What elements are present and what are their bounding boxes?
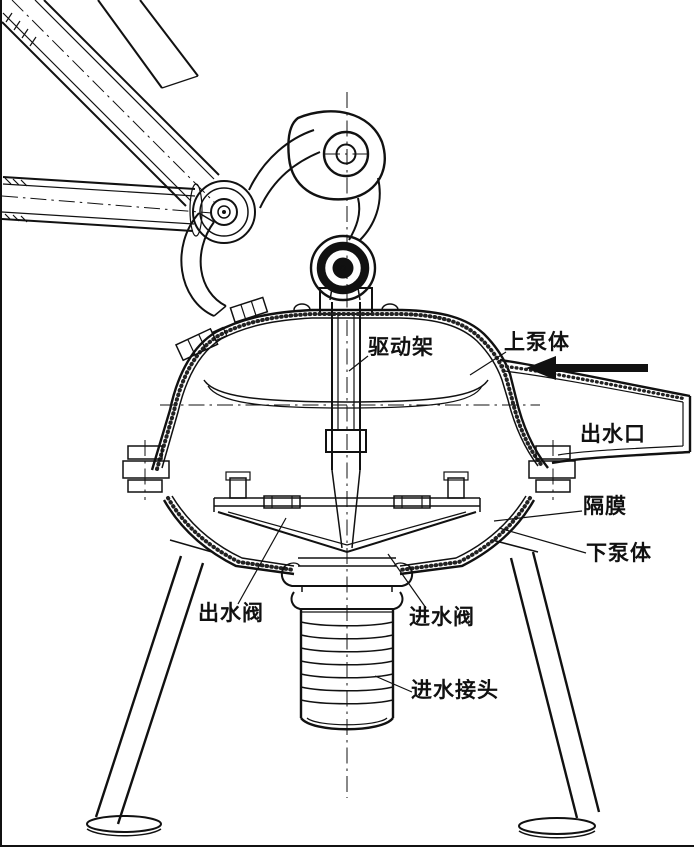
centerlines <box>2 0 540 798</box>
right-leg <box>491 539 601 839</box>
label-drive-frame: 驱动架 <box>368 335 434 359</box>
right-flange <box>528 440 576 500</box>
left-flange <box>122 440 170 500</box>
label-water-outlet: 出水口 <box>580 422 646 446</box>
rocker-arm <box>248 110 386 241</box>
pivot-hub <box>192 180 256 244</box>
label-outlet-valve: 出水阀 <box>198 601 264 625</box>
label-inlet-valve: 进水阀 <box>409 605 475 629</box>
left-leg <box>86 539 213 837</box>
flow-direction-arrow <box>526 356 648 380</box>
shoulder-bolts <box>174 296 269 362</box>
lower-pump-body <box>162 495 536 576</box>
upper-pump-body <box>150 303 549 471</box>
inlet-connector-barrel <box>299 609 395 731</box>
curved-link <box>180 212 227 317</box>
diaphragm-assembly <box>213 471 481 554</box>
outlet-spout <box>499 358 692 465</box>
drive-rod <box>319 287 373 549</box>
label-upper-pump-body: 上泵体 <box>504 330 570 354</box>
crank-disc <box>309 234 377 302</box>
inlet-clamp <box>280 557 414 610</box>
label-lower-pump-body: 下泵体 <box>586 541 652 565</box>
frame-tubes <box>2 0 220 237</box>
label-diaphragm: 隔膜 <box>583 494 627 518</box>
label-inlet-connector: 进水接头 <box>411 678 499 702</box>
leader-lines <box>237 351 587 693</box>
